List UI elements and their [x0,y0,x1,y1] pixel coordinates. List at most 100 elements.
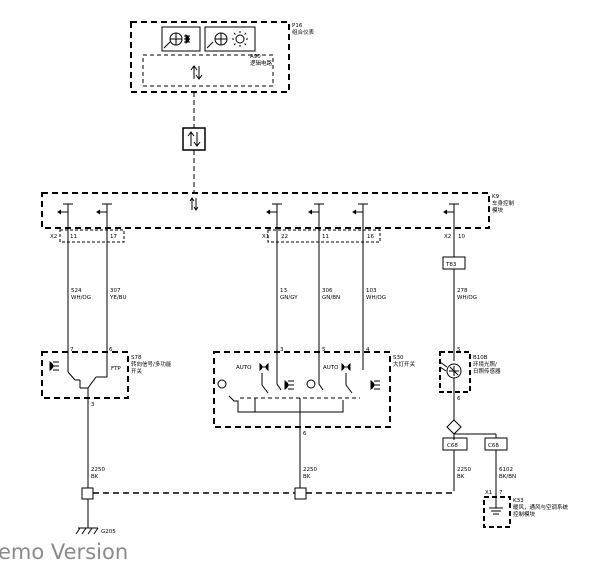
ground-symbol-icon [489,497,503,515]
wire-color: WH/OG [366,295,386,301]
connector-x2-left-label: X2 [50,234,57,240]
s78-box [41,351,129,399]
g205-label: G205 [101,529,116,535]
module-input-symbols [57,203,459,217]
p16-name: 组合仪表 [292,28,315,36]
k9-box [41,192,490,229]
off-position-icon [306,379,316,389]
k33-box [483,496,511,528]
pin-label: 7 [499,490,503,496]
k9-ref: K9 [492,194,500,200]
a90-box [142,54,274,87]
wire-number: 307 [110,288,121,294]
wire-number: 2250 [91,467,105,473]
wire-color: BK [303,474,311,480]
headlamp-indicator-icon [161,26,201,52]
wire-number: 6102 [499,467,513,473]
pin-label: 16 [367,234,374,240]
wire-number: 2250 [303,467,317,473]
connector-x1-k33-label: X1 [485,490,492,496]
s78-ftp-contact [87,376,97,389]
off-position-icon [217,379,227,389]
k33-name-line2: 控制模块 [513,510,536,518]
pin-label: 11 [70,234,77,240]
p16-ref: P16 [292,23,303,29]
connector-x2-left [59,229,125,243]
pin-label: 3 [280,347,284,353]
wire-number: 524 [71,288,82,294]
parking-lamp-icon [259,362,351,372]
wire-number: 13 [280,288,287,294]
connector-x1-mid-label: X1 [262,234,269,240]
pin-label: 17 [110,234,117,240]
wire-color: GN/BN [322,295,340,301]
b10b-ref: B10B [473,355,488,361]
pin-label: 6 [109,347,113,353]
splice-block-left [81,487,94,500]
pin-label: 5 [457,347,461,353]
pin-label: 11 [322,234,329,240]
p16-box [130,21,290,93]
s30-auto-label: AUTO [236,365,252,371]
wire-color: BK [457,474,465,480]
splice-block-mid [294,487,307,500]
connector-x2-right-label: X2 [444,234,451,240]
bidirectional-arrow-icon [187,131,201,147]
b10b-box [439,351,471,393]
wire-color: YE/BU [109,295,127,301]
wire-number: 306 [322,288,333,294]
pin-label: 5 [322,347,326,353]
connector-x1-mid [267,229,381,243]
s78-flash-contact [67,371,76,381]
wire-color: GN/GY [280,295,298,301]
chassis-ground-icon [75,527,99,535]
headlamp-icon [284,380,380,390]
serial-data-gateway-box [182,127,206,151]
pin-label: 22 [281,234,288,240]
s30-name: 大灯开关 [393,360,416,368]
s30-switch-contact [276,370,282,391]
headlamp-icon [49,361,59,371]
s78-ftp-label: FTP [111,366,121,372]
s30-switch-contact [261,373,269,394]
a90-name: 逻辑电路 [250,59,273,67]
wire-color: WH/OG [457,295,477,301]
c68-right-label: C68 [488,443,499,449]
pin-label: 6 [303,431,307,437]
s30-auto-label: AUTO [323,365,339,371]
k33-name-line1: 暖风，通风与空调系统 [513,503,569,511]
pin-label: 10 [458,234,465,240]
s30-ground-path [228,395,344,413]
s30-ref: S30 [393,355,404,361]
t83-label: T83 [445,262,457,268]
c68-connector-left [442,437,468,451]
pin-label: 7 [70,347,74,353]
wire-number: 103 [366,288,377,294]
a90-ref: A90 [250,54,261,60]
pin-label: 6 [457,396,461,402]
pin-label: 4 [366,347,370,353]
k9-name-line2: 模块 [492,206,504,214]
s30-box [213,351,391,428]
parking-lamp-indicator-icon [204,26,256,52]
wire-color: BK/BN [499,474,516,480]
s30-switch-contact [345,373,353,394]
b10b-name-line2: 日照传感器 [473,367,501,375]
light-sensor-icon [439,361,462,379]
bidirectional-arrow-icon [190,65,203,80]
wire-number: 2250 [457,467,471,473]
watermark-text: emo Version [0,540,129,564]
bidirectional-arrow-icon [189,197,199,211]
s78-name-line1: 转向信号/多功能 [131,360,172,368]
b10b-name-line1: 环境光照/ [473,360,497,368]
wire-number: 278 [457,288,468,294]
wire-color: WH/OG [71,295,91,301]
splice-diamond [446,419,462,435]
s78-name-line2: 开关 [131,367,143,375]
s30-switch-contact [318,370,324,391]
pin-label: 3 [91,402,95,408]
wire-color: BK [91,474,99,480]
c68-left-label: C68 [447,443,458,449]
k9-name-line1: 车身控制 [492,199,515,207]
